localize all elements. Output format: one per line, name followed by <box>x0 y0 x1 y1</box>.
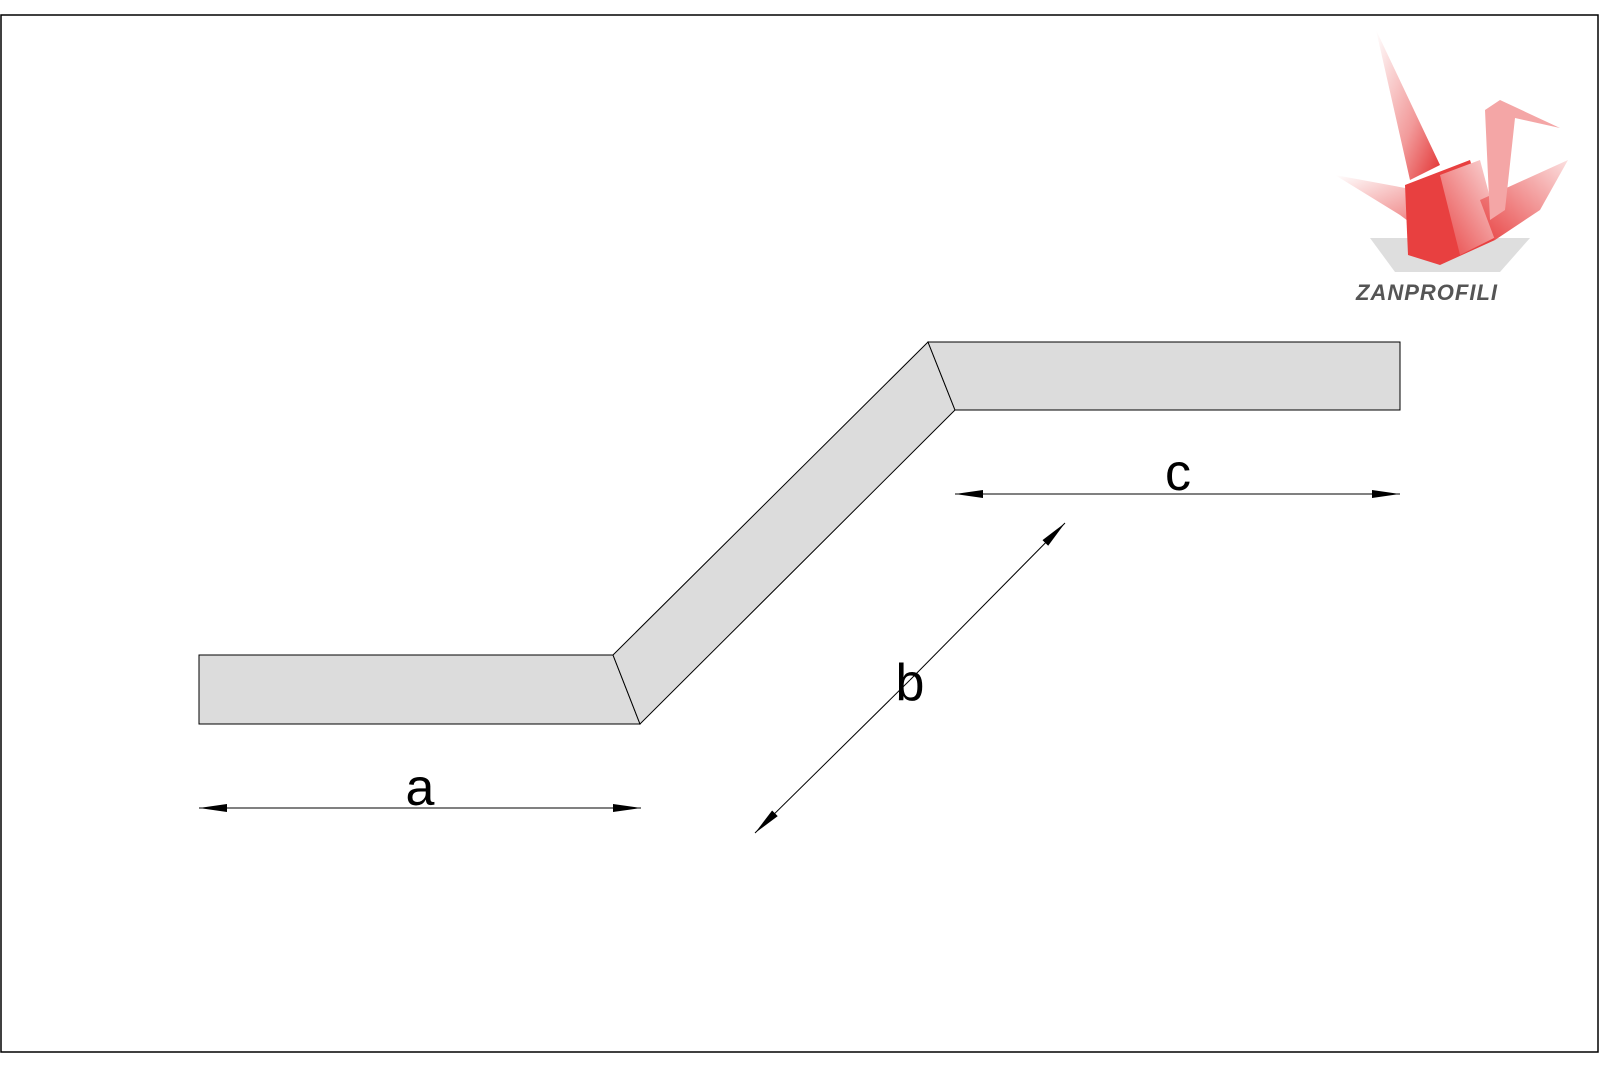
dimension-c: c <box>955 444 1400 502</box>
dimension-line-b-upper <box>909 522 1066 681</box>
dimension-label-c: c <box>1165 444 1191 502</box>
dimension-line-b-lower <box>754 679 911 834</box>
dimension-label-b: b <box>896 654 925 712</box>
drawing-frame <box>0 14 1599 1053</box>
profile-segment-a <box>198 654 641 725</box>
origami-crane-icon <box>1335 30 1568 272</box>
dimension-a: a <box>199 759 641 817</box>
dimension-b: b <box>754 522 1066 834</box>
dimension-label-a: a <box>406 759 435 817</box>
profile-segment-c <box>927 341 1401 411</box>
z-profile <box>198 341 1401 725</box>
company-wordmark: ZANPROFILI <box>1355 280 1498 305</box>
company-logo: ZANPROFILI <box>1335 30 1568 305</box>
